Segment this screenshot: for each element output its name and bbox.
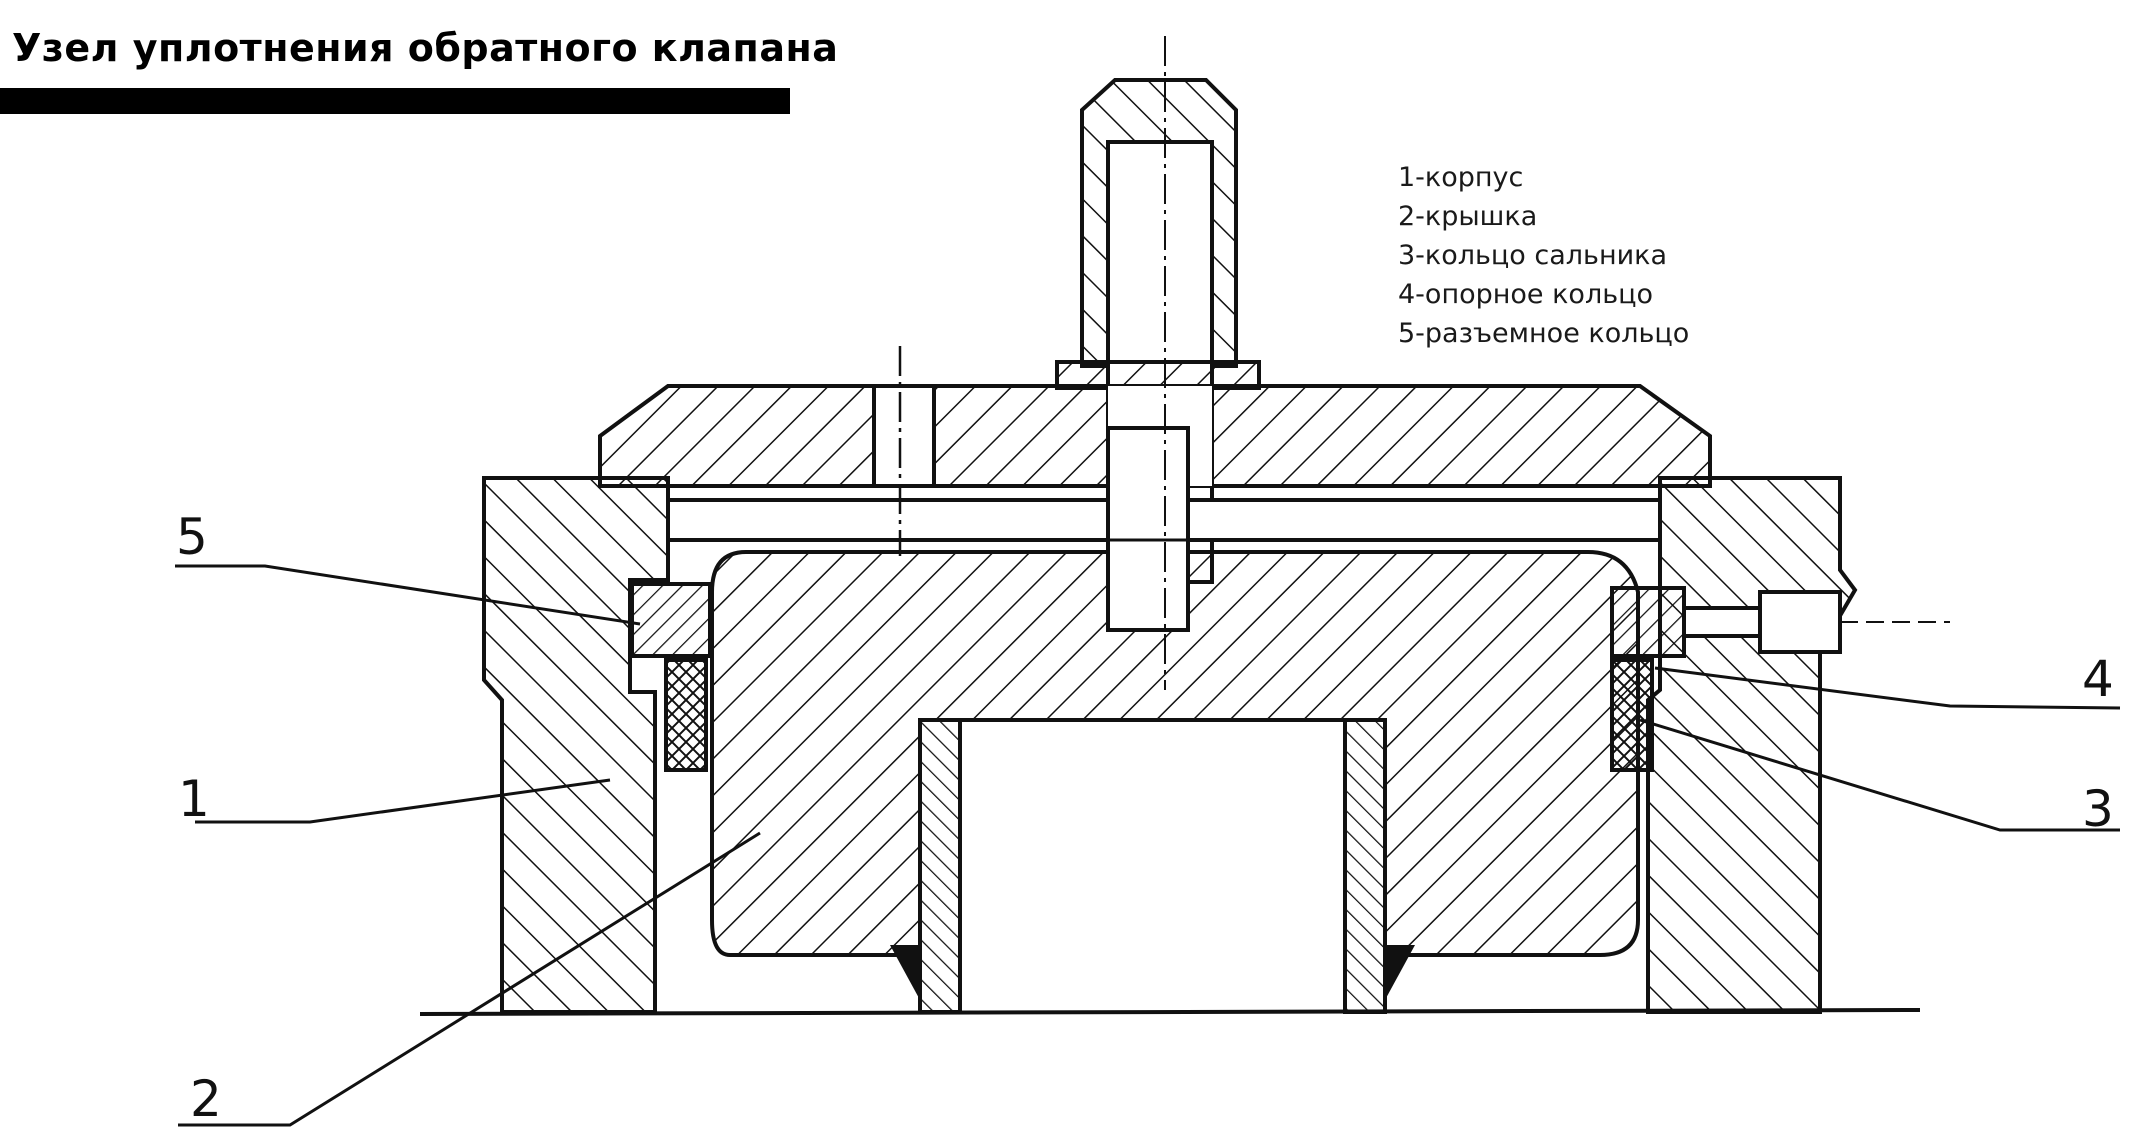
legend-item-1: 1-корпус: [1398, 162, 1524, 193]
callout-1: 1: [178, 770, 210, 828]
callout-2: 2: [190, 1070, 222, 1128]
inner-sleeve: [890, 718, 1415, 1014]
split-ring: [630, 582, 1686, 658]
page-title: Узел уплотнения обратного клапана: [12, 26, 839, 70]
callout-3: 3: [2082, 780, 2114, 838]
housing-left: [482, 476, 670, 1014]
leader-lines: [175, 564, 2121, 1127]
stud-bolt: [1106, 426, 1190, 632]
legend-item-3: 3-кольцо сальника: [1398, 240, 1668, 271]
base-line: [419, 1008, 1921, 1016]
legend-item-5: 5-разъемное кольцо: [1398, 318, 1690, 349]
side-bolt: [1682, 590, 1950, 654]
legend-item-4: 4-опорное кольцо: [1398, 279, 1654, 310]
legend-item-2: 2-крышка: [1398, 201, 1538, 232]
title-underline-bar: [0, 88, 790, 114]
callout-5: 5: [176, 508, 208, 566]
gland-packing: [664, 658, 1654, 772]
callout-4: 4: [2082, 650, 2114, 708]
housing-right: [1646, 476, 1858, 1014]
parts-legend: 1-корпус 2-крышка 3-кольцо сальника 4-оп…: [1398, 158, 1689, 353]
